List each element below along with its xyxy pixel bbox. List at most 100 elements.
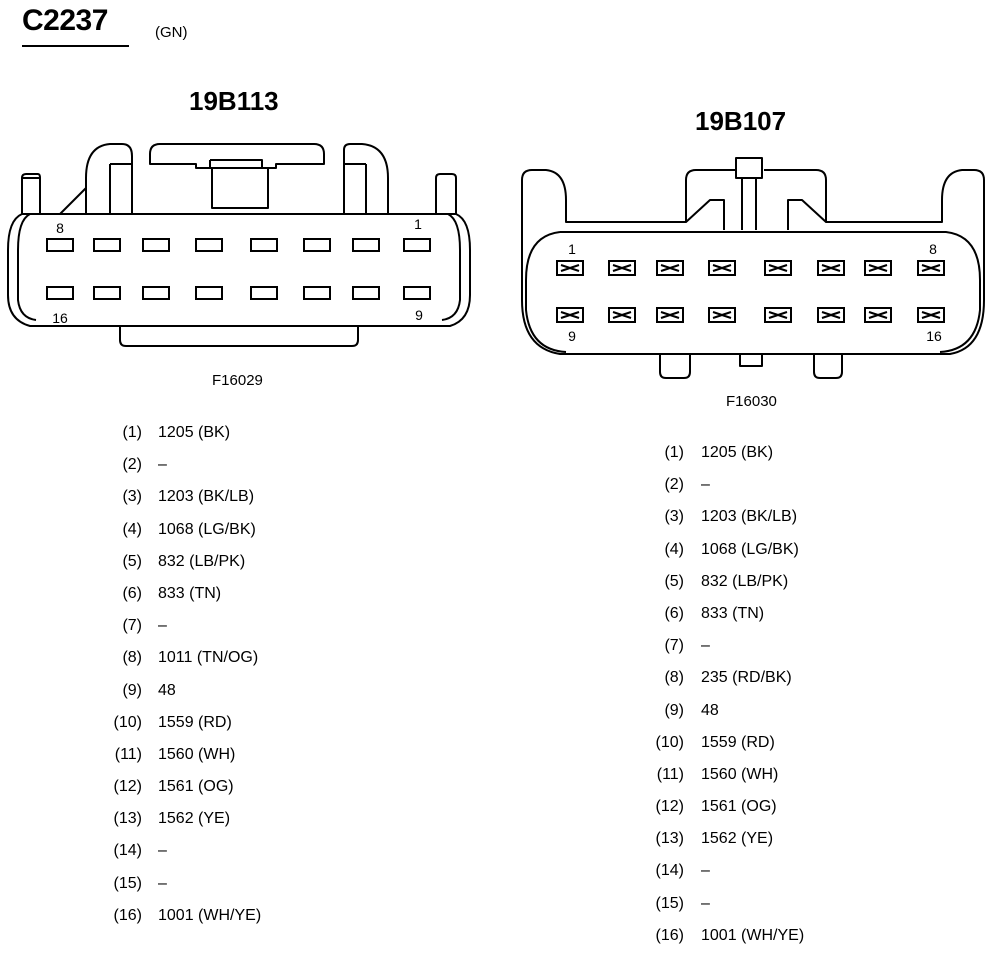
pin-row: (1) 1205 (BK) xyxy=(100,424,400,456)
pin-row: (2)– xyxy=(100,456,400,488)
pin-circuit: 1561 (OG) xyxy=(158,778,234,796)
pin-cavity xyxy=(708,307,736,323)
connector-2-face-drawing: 1 8 9 16 xyxy=(521,157,985,379)
pin-cavity xyxy=(917,260,945,276)
connector-1-pin-label-top-right: 1 xyxy=(414,216,422,232)
pin-circuit: 1559 (RD) xyxy=(701,733,775,751)
pin-number: (6) xyxy=(122,584,142,602)
pin-cavity xyxy=(917,307,945,323)
pin-row: (14)– xyxy=(100,842,400,874)
pin-cavity xyxy=(352,286,380,300)
pin-circuit: 1562 (YE) xyxy=(701,830,774,848)
pin-number: (2) xyxy=(664,476,684,494)
pin-cavity xyxy=(403,286,431,300)
pin-circuit: 1561 (OG) xyxy=(701,798,777,816)
pin-row: (7)– xyxy=(100,617,400,649)
pin-row: (13)1562 (YE) xyxy=(100,810,400,842)
pin-number: (15) xyxy=(113,874,142,892)
pin-circuit: 1001 (WH/YE) xyxy=(701,926,805,944)
pin-circuit: 1559 (RD) xyxy=(158,713,232,731)
pin-row: (8)1011 (TN/OG) xyxy=(100,649,400,681)
pin-cavity xyxy=(403,238,431,252)
pin-cavity xyxy=(864,307,892,323)
pin-number: (3) xyxy=(122,488,142,506)
pin-circuit: 833 (TN) xyxy=(701,604,765,622)
pin-circuit: 1068 (LG/BK) xyxy=(158,520,256,538)
pin-cavity xyxy=(46,286,74,300)
pin-circuit: 48 xyxy=(701,701,719,719)
pin-number: (15) xyxy=(655,894,684,912)
pin-circuit: 1562 (YE) xyxy=(158,810,231,828)
pin-cavity xyxy=(656,260,684,276)
connector-2-name: 19B107 xyxy=(695,106,787,136)
pin-number: (7) xyxy=(664,637,684,655)
pin-circuit: – xyxy=(701,637,710,655)
pin-circuit: – xyxy=(158,617,167,635)
pin-row: (4)1068 (LG/BK) xyxy=(642,541,942,573)
connector-1-face-drawing: 8 1 16 9 xyxy=(7,143,471,347)
pin-cavity xyxy=(817,307,845,323)
pin-row: (5)832 (LB/PK) xyxy=(100,553,400,585)
pin-cavity xyxy=(352,238,380,252)
connector-id-title: C2237 xyxy=(22,4,108,37)
pin-cavity xyxy=(864,260,892,276)
pin-circuit: 1203 (BK/LB) xyxy=(158,488,255,506)
pin-row: (9) 48 xyxy=(642,702,942,734)
pin-row: (8)235 (RD/BK) xyxy=(642,669,942,701)
pin-row: (11) 1560 (WH) xyxy=(100,746,400,778)
pin-circuit: – xyxy=(701,894,710,912)
pin-row: (16) 1001 (WH/YE) xyxy=(642,927,942,959)
connector-1-pinout-list: (1)1205 (BK)(2)–(3)1203 (BK/LB)(4)1068 (… xyxy=(100,424,400,939)
connector-color-code: (GN) xyxy=(155,24,188,41)
pin-cavity xyxy=(764,260,792,276)
pin-number: (16) xyxy=(655,926,684,944)
connector-1-name: 19B113 xyxy=(189,86,279,116)
pin-row: (7)– xyxy=(642,637,942,669)
connector-1-pin-label-bottom-left: 16 xyxy=(52,310,68,326)
pin-number: (11) xyxy=(114,745,142,763)
pin-circuit: – xyxy=(158,874,167,892)
pin-circuit: 1203 (BK/LB) xyxy=(701,508,798,526)
pin-cavity xyxy=(608,307,636,323)
pin-row: (15)– xyxy=(100,875,400,907)
pin-row: (10) 1559 (RD) xyxy=(642,734,942,766)
pin-cavity xyxy=(556,260,584,276)
pin-number: (7) xyxy=(122,617,142,635)
pin-cavity xyxy=(250,238,278,252)
pin-number: (10) xyxy=(655,733,684,751)
pin-row: (1)1205 (BK) xyxy=(642,444,942,476)
pin-number: (9) xyxy=(664,701,684,719)
pin-row: (3)1203 (BK/LB) xyxy=(642,508,942,540)
pin-cavity xyxy=(46,238,74,252)
pin-cavity xyxy=(93,286,121,300)
pin-row: (2)– xyxy=(642,476,942,508)
pin-row: (4)1068 (LG/BK) xyxy=(100,521,400,553)
pin-circuit: 1011 (TN/OG) xyxy=(158,649,259,667)
pin-cavity xyxy=(195,238,223,252)
pin-row: (3) 1203 (BK/LB) xyxy=(100,488,400,520)
pin-row: (9)48 xyxy=(100,682,400,714)
pin-number: (1) xyxy=(664,444,684,461)
pin-row: (14)– xyxy=(642,862,942,894)
pin-circuit: 1560 (WH) xyxy=(158,745,236,763)
pin-number: (4) xyxy=(664,540,684,558)
pin-number: (12) xyxy=(655,798,684,816)
pin-row: (11) 1560 (WH) xyxy=(642,766,942,798)
pin-circuit: – xyxy=(701,476,710,494)
pin-circuit: – xyxy=(158,842,167,860)
pin-number: (11) xyxy=(656,765,684,783)
pin-number: (1) xyxy=(122,424,142,441)
connector-2-pin-label-bottom-left: 9 xyxy=(568,328,576,344)
pin-circuit: 1205 (BK) xyxy=(158,424,231,441)
pin-circuit: 1560 (WH) xyxy=(701,765,779,783)
pin-number: (2) xyxy=(122,456,142,474)
pin-number: (6) xyxy=(664,604,684,622)
pin-circuit: 832 (LB/PK) xyxy=(701,572,789,590)
connector-1-pin-label-top-left: 8 xyxy=(56,220,64,236)
connector-1-figure-code: F16029 xyxy=(212,372,263,389)
pin-cavity xyxy=(303,286,331,300)
pin-cavity xyxy=(764,307,792,323)
pin-row: (15)– xyxy=(642,895,942,927)
pin-cavity xyxy=(656,307,684,323)
pin-number: (9) xyxy=(122,681,142,699)
